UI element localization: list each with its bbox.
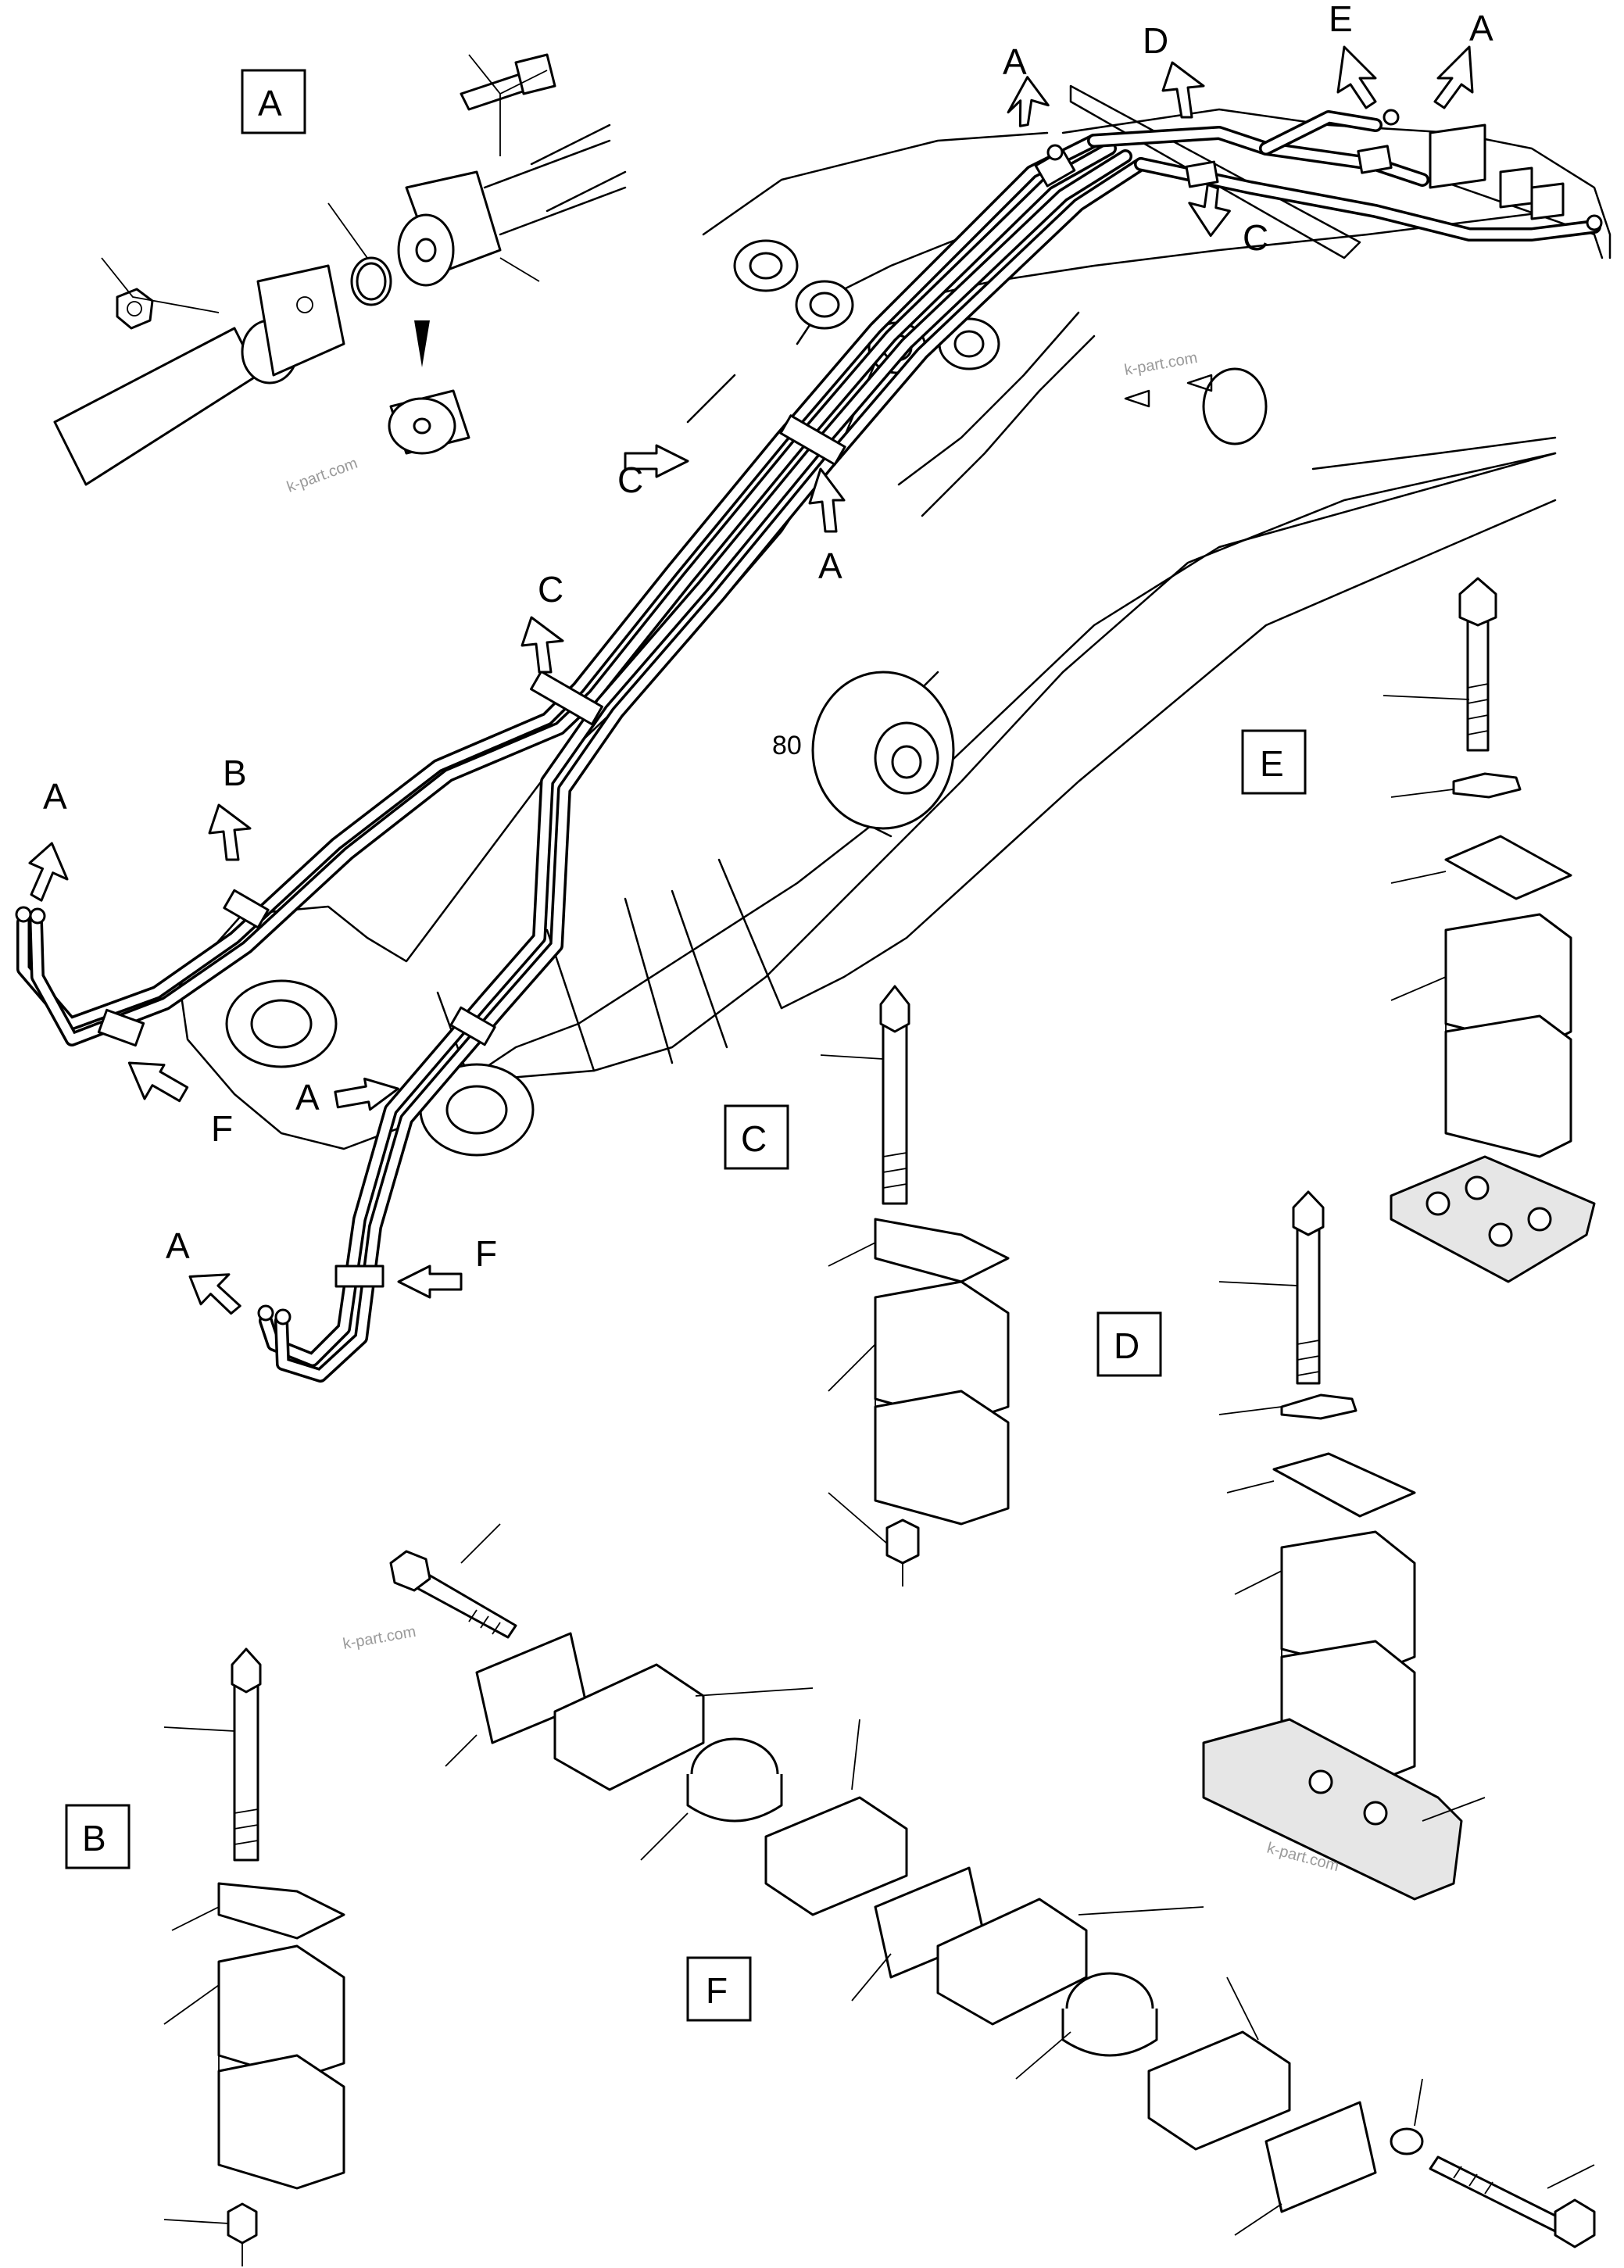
detail-b-clamp-assembly: B — [65, 1647, 345, 2266]
detail-c-clamp-assembly: C — [724, 985, 1010, 1587]
callout-arrow-c-lower: C — [520, 569, 564, 674]
callout-arrow-f-left: F — [127, 1061, 233, 1149]
svg-text:E: E — [1329, 0, 1353, 39]
callout-arrow-a-top-left: A — [1003, 41, 1050, 127]
svg-text:D: D — [1143, 20, 1168, 61]
callout-arrow-f-bottom: F — [397, 1233, 497, 1299]
callout-arrow-c-mid: C — [617, 444, 689, 500]
watermark-f: k-part.com — [342, 1623, 417, 1653]
detail-f-clamp-assembly: F — [342, 1523, 1596, 2248]
svg-text:B: B — [223, 753, 247, 793]
callout-arrow-a-low: A — [295, 1077, 399, 1118]
svg-text:A: A — [295, 1077, 320, 1118]
callout-arrow-c-top: C — [1188, 183, 1268, 258]
svg-text:F: F — [211, 1108, 233, 1149]
svg-text:A: A — [818, 546, 842, 586]
callout-arrow-a-top-right: A — [1433, 8, 1493, 109]
detail-e-clamp-assembly: E — [1241, 577, 1596, 1283]
callout-arrow-e: E — [1329, 0, 1377, 109]
detail-a-flange-fitting: A k-part.com — [53, 53, 627, 496]
detail-c-label: C — [741, 1118, 767, 1159]
detail-f-label: F — [706, 1970, 728, 2011]
watermark-boom: k-part.com — [1123, 349, 1199, 379]
callout-arrow-a-left: A — [28, 776, 69, 902]
svg-text:C: C — [617, 460, 643, 500]
detail-a-label: A — [258, 83, 282, 123]
hose-bundle-main — [15, 109, 1603, 1383]
part-number-label: 80 — [772, 731, 802, 760]
svg-text:A: A — [166, 1225, 190, 1266]
callout-arrow-a-mid: A — [808, 467, 846, 586]
callout-arrow-d: D — [1143, 20, 1205, 119]
svg-text:C: C — [1243, 217, 1268, 258]
watermark: k-part.com — [284, 455, 359, 496]
detail-b-label: B — [82, 1818, 106, 1858]
callout-arrow-b: B — [208, 753, 252, 861]
svg-text:A: A — [43, 776, 67, 817]
svg-text:A: A — [1003, 41, 1027, 82]
callout-arrow-a-bottom: A — [166, 1225, 241, 1315]
svg-text:A: A — [1469, 8, 1493, 48]
detail-e-label: E — [1260, 743, 1284, 784]
detail-d-label: D — [1114, 1325, 1139, 1366]
svg-text:C: C — [538, 569, 563, 610]
svg-text:F: F — [475, 1233, 497, 1274]
detail-d-clamp-assembly: D k-part.com — [1096, 1190, 1486, 1901]
boom-structure — [178, 84, 1611, 1157]
callout-arrows: A D E A C C A C — [28, 0, 1493, 1315]
detail-a-box — [241, 69, 306, 134]
